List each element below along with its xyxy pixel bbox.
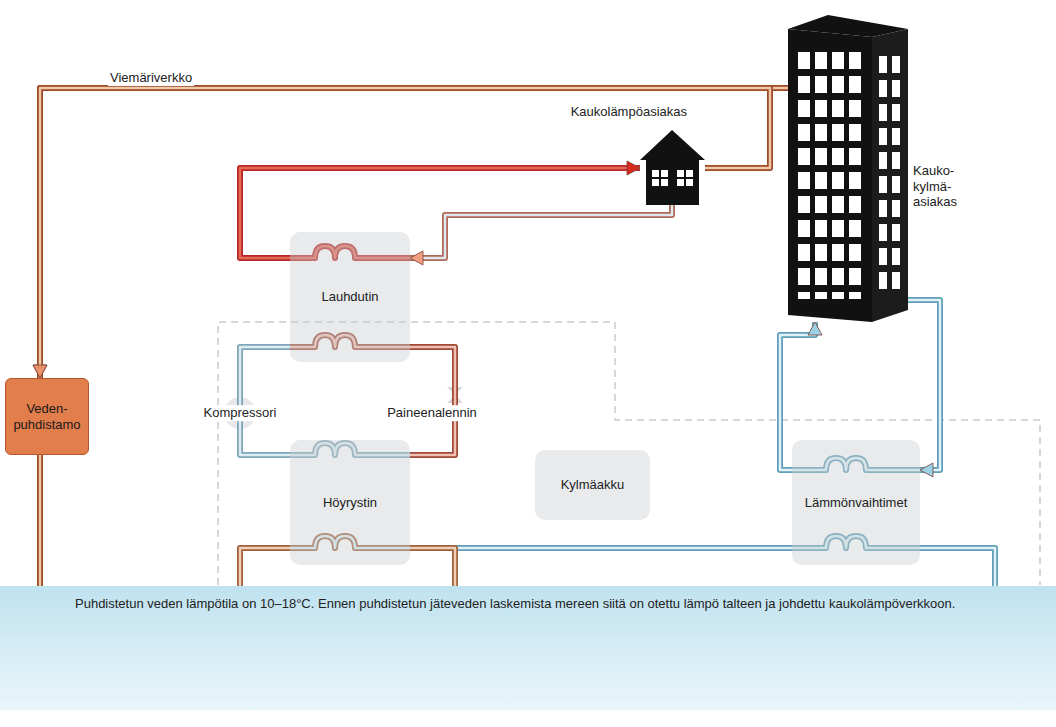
pipe-connector [33,88,788,378]
pipe-connector [40,455,41,586]
evaporator-box: Höyrystin [290,440,410,565]
arrow-head [920,463,933,477]
pipe-connector [410,347,455,455]
pipe-connector [410,205,672,265]
node-text: Kylmäakku [561,477,625,493]
arrow-head [33,365,47,378]
arrow-head [808,322,822,335]
arrow-head [33,365,47,378]
cold-storage-box: Kylmäakku [535,450,650,520]
sea-band: Puhdistetun veden lämpötila on 10–18°C. … [0,586,1056,710]
node-text: Lauhdutin [321,289,378,305]
heat-exchanger-box: Lämmönvaihtimet [792,440,920,565]
pipe-connector [410,548,792,549]
condenser-box: Lauhdutin [290,232,410,362]
house-icon [640,128,705,205]
node-text: Veden- puhdistamo [13,401,80,432]
tower-icon [788,15,908,322]
district-heating-customer: Kaukolämpöasiakas [640,128,705,205]
pipe-connector [240,548,290,586]
node-text: Kaukolämpöasiakas [571,104,687,120]
treatment-plant-box: Veden- puhdistamo [5,378,89,455]
pipe-connector [33,88,770,378]
district-cooling-customer: Kauko- kylmä- asiakas [788,15,908,322]
node-text: Puhdistetun veden lämpötila on 10–18°C. … [75,596,1036,612]
node-text: Höyrystin [323,495,377,511]
pipe-label: Viemäriverkko [108,70,194,86]
arrow-head [627,161,640,175]
pipe-connector [920,548,995,586]
pipe-connector [240,347,290,455]
node-text: Lämmönvaihtimet [805,495,908,511]
valve-label: Paineenalennin [385,405,479,421]
arrow-head [410,251,423,265]
compressor-label: Kompressori [202,405,279,421]
node-text: Kauko- kylmä- asiakas [913,163,957,210]
pipe-connector [410,548,455,586]
